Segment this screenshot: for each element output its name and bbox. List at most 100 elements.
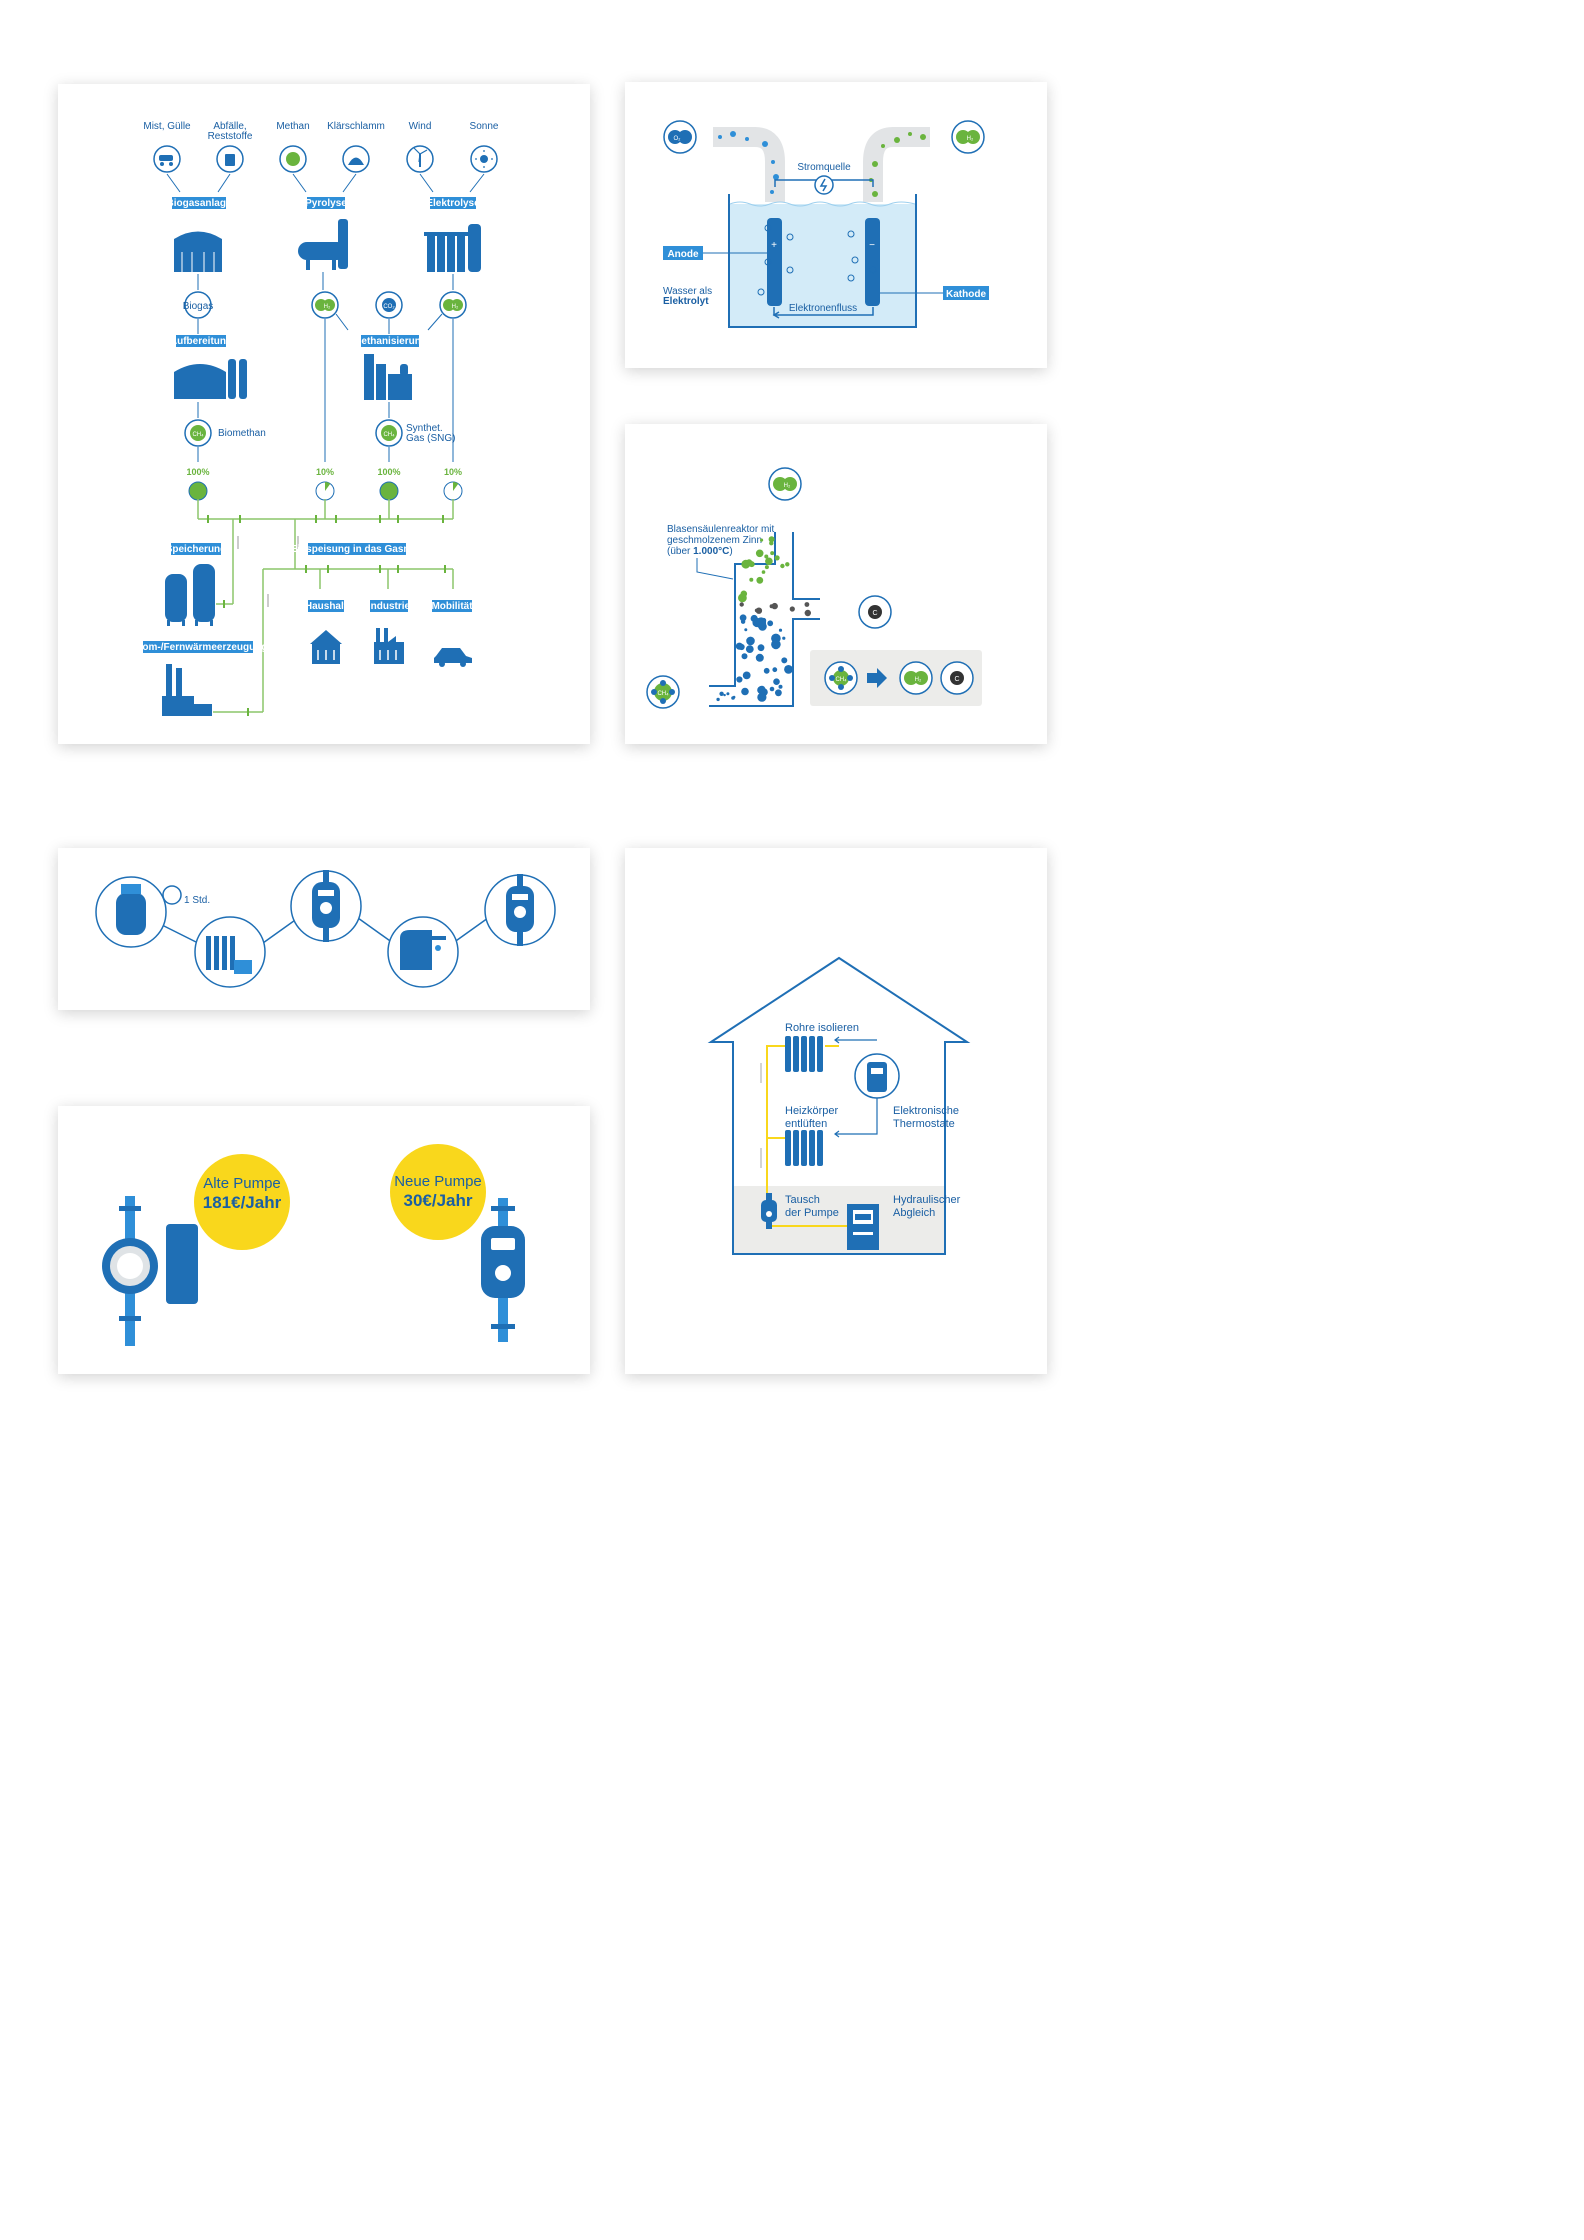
percentage-wedge — [453, 482, 459, 491]
h2-molecule-icon: H₂ — [951, 120, 985, 154]
boiler-icon — [847, 1204, 879, 1250]
tag-methanisierung-label: Methanisierung — [353, 336, 427, 347]
bubble — [773, 678, 780, 685]
wasser-label-2: Elektrolyt — [663, 296, 709, 307]
elektronenfluss-label: Elektronenfluss — [789, 303, 857, 314]
percentage-label: 100% — [186, 467, 209, 477]
pump-comparison-card: Alte Pumpe 181€/Jahr Neue Pumpe 30€/Jahr — [58, 1106, 590, 1374]
house-measures-card: Rohre isolieren Heizkörper entlüften Ele… — [625, 848, 1047, 1374]
tag-strom-fernwaerme-label: Strom-/Fernwärmeerzeugung — [129, 642, 268, 653]
bubble — [771, 639, 781, 650]
abgleich-label-1: Hydraulischer — [893, 1194, 961, 1206]
bubble — [778, 628, 783, 632]
svg-text:H₂: H₂ — [324, 304, 331, 310]
h2-molecule-icon-2: H₂ — [439, 291, 467, 319]
svg-text:−: − — [869, 240, 875, 251]
radiator-icon — [206, 936, 252, 974]
kathode-tag — [943, 286, 989, 300]
anode-label: Anode — [667, 249, 699, 260]
pump-icon-2 — [506, 874, 534, 946]
reactor-label-3: (über 1.000°C) — [667, 546, 733, 557]
new-pump-title: Neue Pumpe — [394, 1173, 482, 1190]
bubble — [741, 687, 749, 696]
gas-flow-diagram-card: Mist, Gülle Abfälle, Reststoffe Methan K… — [58, 84, 590, 744]
bubble — [749, 577, 754, 582]
wasser-label-1: Wasser als — [663, 286, 712, 297]
bubble — [764, 565, 769, 570]
bubble — [770, 551, 775, 556]
tag-pyrolyse-label: Pyrolyse — [305, 198, 347, 209]
old-pump-title: Alte Pumpe — [203, 1175, 281, 1192]
bubble — [804, 609, 811, 617]
pyrolysis-reactor-card: H₂ Blasensäulenreaktor mit geschmolzenem… — [625, 424, 1047, 744]
bubble — [789, 606, 795, 612]
new-pump-icon — [481, 1198, 525, 1342]
source-label-reststoffe: Reststoffe — [208, 131, 253, 142]
bubble — [739, 614, 747, 622]
bubble — [755, 607, 763, 614]
bubble — [780, 563, 785, 569]
old-pump-cost-badge — [194, 1154, 290, 1250]
reactor-wall-left — [709, 532, 776, 687]
bubble — [782, 636, 786, 640]
bubble — [756, 617, 766, 628]
bubble — [755, 653, 764, 662]
kathode-label: Kathode — [946, 289, 986, 300]
bubble — [723, 693, 726, 697]
thermostate-label-2: Thermostate — [893, 1118, 955, 1130]
tag-elektrolyse-label: Elektrolyse — [426, 198, 480, 209]
svg-text:CH₄: CH₄ — [192, 432, 204, 438]
radiator-lower-icon — [785, 1130, 823, 1166]
tag-industrie-label: Industrie — [368, 601, 411, 612]
bubble — [774, 555, 780, 561]
source-label-wind: Wind — [409, 121, 432, 132]
percentage-wedge — [325, 482, 331, 491]
bubble — [738, 643, 745, 651]
percentage-indicator — [379, 481, 399, 501]
upgrading-plant-icon — [174, 359, 247, 399]
reactor-wall-right — [735, 618, 820, 707]
anode-tag — [663, 246, 703, 260]
industry-icon — [374, 628, 404, 664]
source-label-methan: Methan — [276, 121, 309, 132]
svg-text:H₂: H₂ — [452, 304, 459, 310]
bubble — [736, 676, 743, 683]
old-pump-price: 181€/Jahr — [203, 1193, 282, 1212]
svg-text:CO₂: CO₂ — [383, 304, 395, 310]
heating-process-card: 1 Std. — [58, 848, 590, 1010]
ch4-molecule-icon-biomethan: CH₄ — [184, 419, 212, 447]
reaction-h2-icon: H₂ — [899, 661, 933, 695]
tag-einspeisung — [308, 543, 406, 555]
bubble — [769, 604, 774, 609]
house-outline — [707, 956, 971, 1255]
tag-speicherung-label: Speicherung — [166, 544, 227, 555]
svg-text:CH₄: CH₄ — [383, 432, 395, 438]
tag-haushalt-label: Haushalt — [305, 601, 348, 612]
percentage-indicator — [188, 481, 208, 501]
radiator-upper-icon — [785, 1036, 823, 1072]
reactor-label-2: geschmolzenem Zinn — [667, 535, 762, 546]
bubble — [804, 602, 810, 607]
bubble — [761, 570, 766, 574]
timer-icon — [162, 885, 182, 905]
bubble — [716, 697, 720, 702]
bubble — [778, 684, 783, 689]
new-pump-price: 30€/Jahr — [404, 1191, 473, 1210]
percentage-indicators: 100%10%100%10% — [186, 467, 463, 501]
bubble — [755, 549, 764, 558]
thermostate-label-1: Elektronische — [893, 1105, 959, 1117]
bubble — [763, 667, 770, 674]
storage-tanks-icon — [165, 564, 215, 626]
bubble — [768, 536, 775, 543]
tag-methanisierung — [361, 335, 419, 347]
reactor-bubbles — [716, 536, 811, 702]
pumpe-label-2: der Pumpe — [785, 1207, 839, 1219]
stromquelle-label: Stromquelle — [797, 162, 851, 173]
bubble — [757, 692, 767, 702]
bubble — [765, 557, 773, 566]
svg-text:H₂: H₂ — [915, 677, 922, 683]
electrolysis-plant-icon — [424, 224, 481, 272]
bubble — [741, 653, 748, 660]
heizkoerper-label-2: entlüften — [785, 1118, 827, 1130]
bubble — [781, 657, 788, 664]
